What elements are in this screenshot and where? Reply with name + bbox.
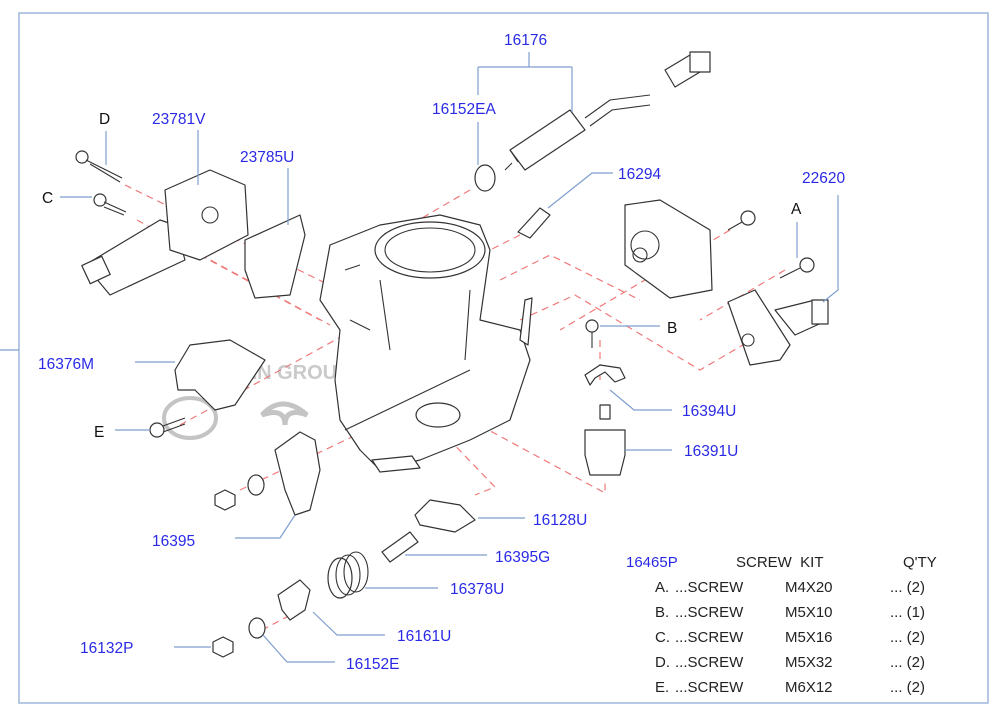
callout-16294[interactable]: 16294: [618, 166, 661, 183]
part-23785U: [244, 214, 306, 299]
row-size: M5X16: [785, 629, 833, 646]
screw-kit-row: E. ...SCREW M6X12 ... (2): [655, 679, 925, 696]
part-16378U: [327, 551, 369, 599]
row-desc: ...SCREW: [675, 604, 744, 621]
row-qty: ... (1): [890, 604, 925, 621]
screw-kit-table: 16465P SCREW KIT Q'TY A. ...SCREW M4X20 …: [626, 554, 937, 696]
part-16152EA: [474, 164, 496, 192]
part-16132P: [212, 636, 234, 658]
callout-16161U[interactable]: 16161U: [397, 628, 451, 645]
nut-16395: [214, 489, 236, 511]
part-16176: [504, 51, 711, 171]
screw-kit-row: C. ...SCREW M5X16 ... (2): [655, 629, 925, 646]
part-23781V: [81, 169, 249, 296]
part-16391U: [584, 404, 626, 476]
callout-16378U[interactable]: 16378U: [450, 581, 504, 598]
screw-kit-row: A. ...SCREW M4X20 ... (2): [655, 579, 925, 596]
callout-16395[interactable]: 16395: [152, 533, 195, 550]
screw-kit-row: D. ...SCREW M5X32 ... (2): [655, 654, 925, 671]
diagram-frame: [18, 12, 989, 704]
screw-c-icon: [93, 193, 127, 216]
part-16395G: [381, 531, 419, 563]
screw-kit-row: B. ...SCREW M5X10 ... (1): [655, 604, 925, 621]
throttle-body: [319, 214, 533, 473]
part-16376M: [174, 339, 266, 411]
screw-b-icon: [585, 319, 599, 348]
row-size: M4X20: [785, 579, 833, 596]
part-16152E: [248, 617, 266, 639]
callout-16376M[interactable]: 16376M: [38, 356, 94, 373]
callout-16132P[interactable]: 16132P: [80, 640, 133, 657]
row-letter: E.: [655, 679, 669, 696]
row-size: M6X12: [785, 679, 833, 696]
row-letter: A.: [655, 579, 669, 596]
callout-16394U[interactable]: 16394U: [682, 403, 736, 420]
callout-23781V[interactable]: 23781V: [152, 111, 206, 128]
screw-kit-title: SCREW KIT: [736, 554, 824, 571]
screw-tps-icon: [727, 210, 756, 231]
callout-23785U[interactable]: 23785U: [240, 149, 294, 166]
throttle-position-sensor: [624, 199, 713, 299]
row-letter: B.: [655, 604, 669, 621]
callout-16128U[interactable]: 16128U: [533, 512, 587, 529]
callout-16176[interactable]: 16176: [504, 32, 547, 49]
row-desc: ...SCREW: [675, 579, 744, 596]
row-desc: ...SCREW: [675, 679, 744, 696]
screw-letter-d: D: [99, 111, 110, 128]
screw-letter-c: C: [42, 190, 53, 207]
part-16395: [274, 431, 321, 516]
callout-16395G[interactable]: 16395G: [495, 549, 550, 566]
screw-letter-b: B: [667, 320, 677, 337]
callout-22620[interactable]: 22620: [802, 170, 845, 187]
row-size: M5X10: [785, 604, 833, 621]
part-16394U: [584, 364, 626, 386]
row-letter: D.: [655, 654, 670, 671]
row-qty: ... (2): [890, 654, 925, 671]
screw-kit-qty-header: Q'TY: [903, 554, 937, 571]
nissan-logo-icon: [162, 396, 218, 440]
part-22620: [727, 289, 829, 366]
part-16161U: [277, 579, 311, 621]
callout-16391U[interactable]: 16391U: [684, 443, 738, 460]
callout-16152E[interactable]: 16152E: [346, 656, 399, 673]
screw-a-icon: [779, 257, 815, 279]
part-16128U: [414, 499, 476, 533]
washer-16395: [247, 474, 265, 496]
row-desc: ...SCREW: [675, 654, 744, 671]
part-16294: [517, 207, 551, 239]
row-letter: C.: [655, 629, 670, 646]
callout-16152EA[interactable]: 16152EA: [432, 101, 496, 118]
infiniti-logo-icon: [260, 401, 309, 426]
row-size: M5X32: [785, 654, 833, 671]
row-qty: ... (2): [890, 579, 925, 596]
screw-letter-e: E: [94, 424, 104, 441]
screw-letter-a: A: [791, 201, 802, 218]
row-qty: ... (2): [890, 679, 925, 696]
leader-lines: [60, 52, 839, 663]
row-desc: ...SCREW: [675, 629, 744, 646]
screw-kit-part-number[interactable]: 16465P: [626, 554, 678, 571]
row-qty: ... (2): [890, 629, 925, 646]
screw-d-icon: [75, 150, 123, 183]
